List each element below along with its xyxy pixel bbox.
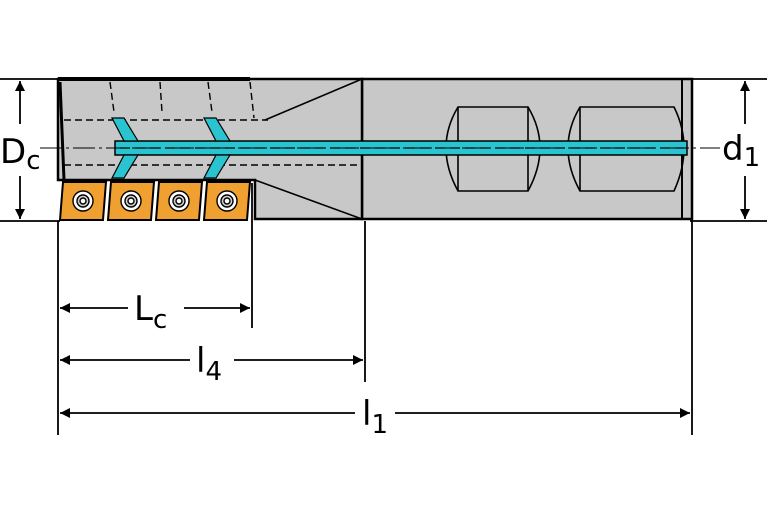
head-front-face — [58, 81, 66, 181]
dim-label-l4: l4 — [196, 341, 222, 387]
coolant-outlet-1 — [111, 117, 140, 142]
dim-label-d1: d1 — [722, 129, 760, 173]
insert-row — [58, 181, 252, 221]
dimension-lines — [0, 78, 767, 435]
coolant-outlet-4 — [203, 154, 232, 179]
dim-label-l1: l1 — [362, 394, 388, 440]
cutting-insert — [106, 181, 156, 221]
coolant-outlet-2 — [111, 154, 140, 179]
cutting-insert — [154, 181, 204, 221]
transition-upper — [264, 78, 363, 121]
transition-lower — [254, 179, 363, 220]
dim-label-Lc: Lc — [134, 289, 167, 335]
flat-2 — [567, 106, 685, 192]
dim-label-Dc: Dc — [0, 132, 40, 176]
coolant-outlet-3 — [203, 117, 232, 142]
cutting-insert — [58, 181, 108, 221]
cutting-insert — [202, 181, 252, 221]
